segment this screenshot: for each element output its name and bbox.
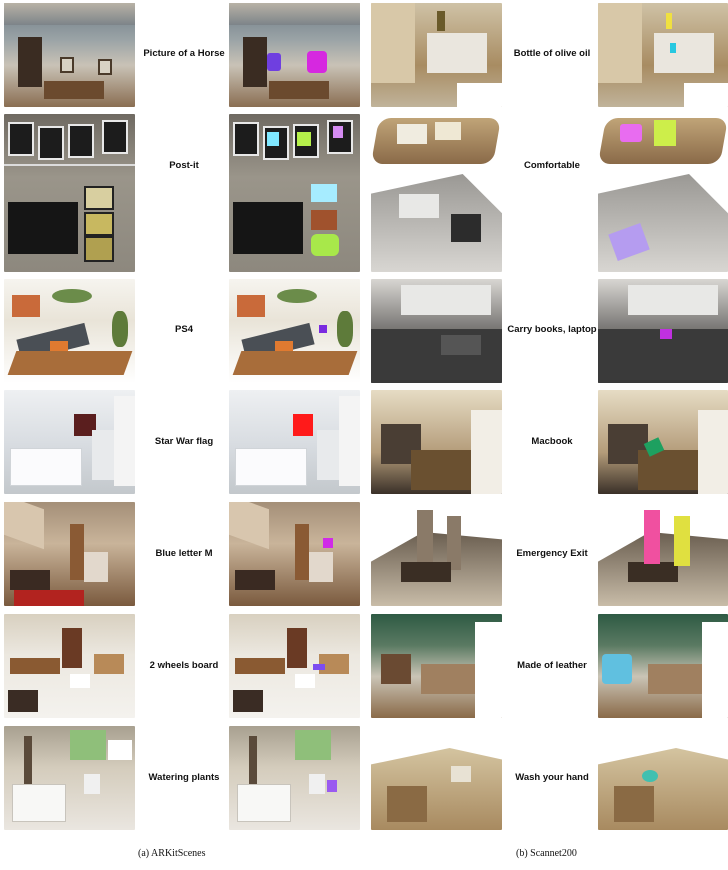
scene-image-segmented xyxy=(598,502,728,606)
scene-image-segmented xyxy=(229,279,360,383)
scene-image-original xyxy=(4,726,135,830)
query-label: Macbook xyxy=(531,436,573,447)
scene-image-segmented xyxy=(229,114,360,272)
mask-overlay xyxy=(666,13,672,29)
scene-image-segmented xyxy=(598,390,728,494)
scene-image-segmented xyxy=(598,614,728,718)
mask-overlay xyxy=(674,516,690,566)
mask-overlay xyxy=(311,184,337,202)
scene-image-segmented xyxy=(229,726,360,830)
scene-image-original xyxy=(371,614,502,718)
scene-image-original xyxy=(371,114,502,272)
scene-image-segmented xyxy=(229,614,360,718)
query-label: PS4 xyxy=(175,324,193,335)
scene-image-original xyxy=(371,390,502,494)
mask-overlay xyxy=(644,510,660,564)
mask-overlay xyxy=(297,132,311,146)
scene-image-segmented xyxy=(229,502,360,606)
scene-image-segmented xyxy=(598,114,728,272)
scene-image-original xyxy=(4,114,135,272)
scene-image-segmented xyxy=(229,390,360,494)
subfigure-caption: (b) Scannet200 xyxy=(516,848,577,859)
query-label: Carry books, laptop xyxy=(507,324,597,335)
mask-overlay xyxy=(267,53,281,71)
query-label: Comfortable xyxy=(524,160,580,171)
query-label: 2 wheels board xyxy=(149,660,219,671)
scene-image-original xyxy=(4,390,135,494)
mask-overlay xyxy=(313,664,325,670)
mask-overlay xyxy=(267,132,279,146)
query-label: Blue letter M xyxy=(155,548,213,559)
scene-image-original xyxy=(371,279,502,383)
subfigure-caption: (a) ARKitScenes xyxy=(138,848,206,859)
mask-overlay xyxy=(333,126,343,138)
scene-image-segmented xyxy=(598,726,728,830)
scene-image-original xyxy=(4,279,135,383)
query-label: Emergency Exit xyxy=(516,548,588,559)
scene-image-original xyxy=(4,614,135,718)
query-label: Star War flag xyxy=(154,436,214,447)
scene-image-original xyxy=(371,502,502,606)
scene-image-segmented xyxy=(598,279,728,383)
scene-image-original xyxy=(4,502,135,606)
scene-image-segmented xyxy=(598,3,728,107)
arkitscenes-panel: Picture of a Horse Post-it xyxy=(4,3,360,859)
scene-image-original xyxy=(371,726,502,830)
scannet200-panel: Bottle of olive oil Comfortable Carry bo… xyxy=(364,0,728,870)
mask-overlay xyxy=(654,120,676,146)
mask-overlay xyxy=(327,780,337,792)
mask-overlay xyxy=(311,234,339,256)
mask-overlay xyxy=(670,43,676,53)
mask-overlay xyxy=(311,210,337,230)
mask-overlay xyxy=(307,51,327,73)
query-label: Bottle of olive oil xyxy=(513,48,591,59)
mask-overlay xyxy=(660,329,672,339)
query-label: Watering plants xyxy=(148,772,220,783)
mask-overlay xyxy=(602,654,632,684)
query-label: Made of leather xyxy=(517,660,587,671)
query-label: Post-it xyxy=(169,160,199,171)
mask-overlay xyxy=(319,325,327,333)
mask-overlay xyxy=(642,770,658,782)
mask-overlay xyxy=(293,414,313,436)
mask-overlay xyxy=(620,124,642,142)
scene-image-original xyxy=(4,3,135,107)
query-label: Picture of a Horse xyxy=(143,48,225,59)
mask-overlay xyxy=(323,538,333,548)
scene-image-original xyxy=(371,3,502,107)
query-label: Wash your hand xyxy=(515,772,589,783)
scene-image-segmented xyxy=(229,3,360,107)
